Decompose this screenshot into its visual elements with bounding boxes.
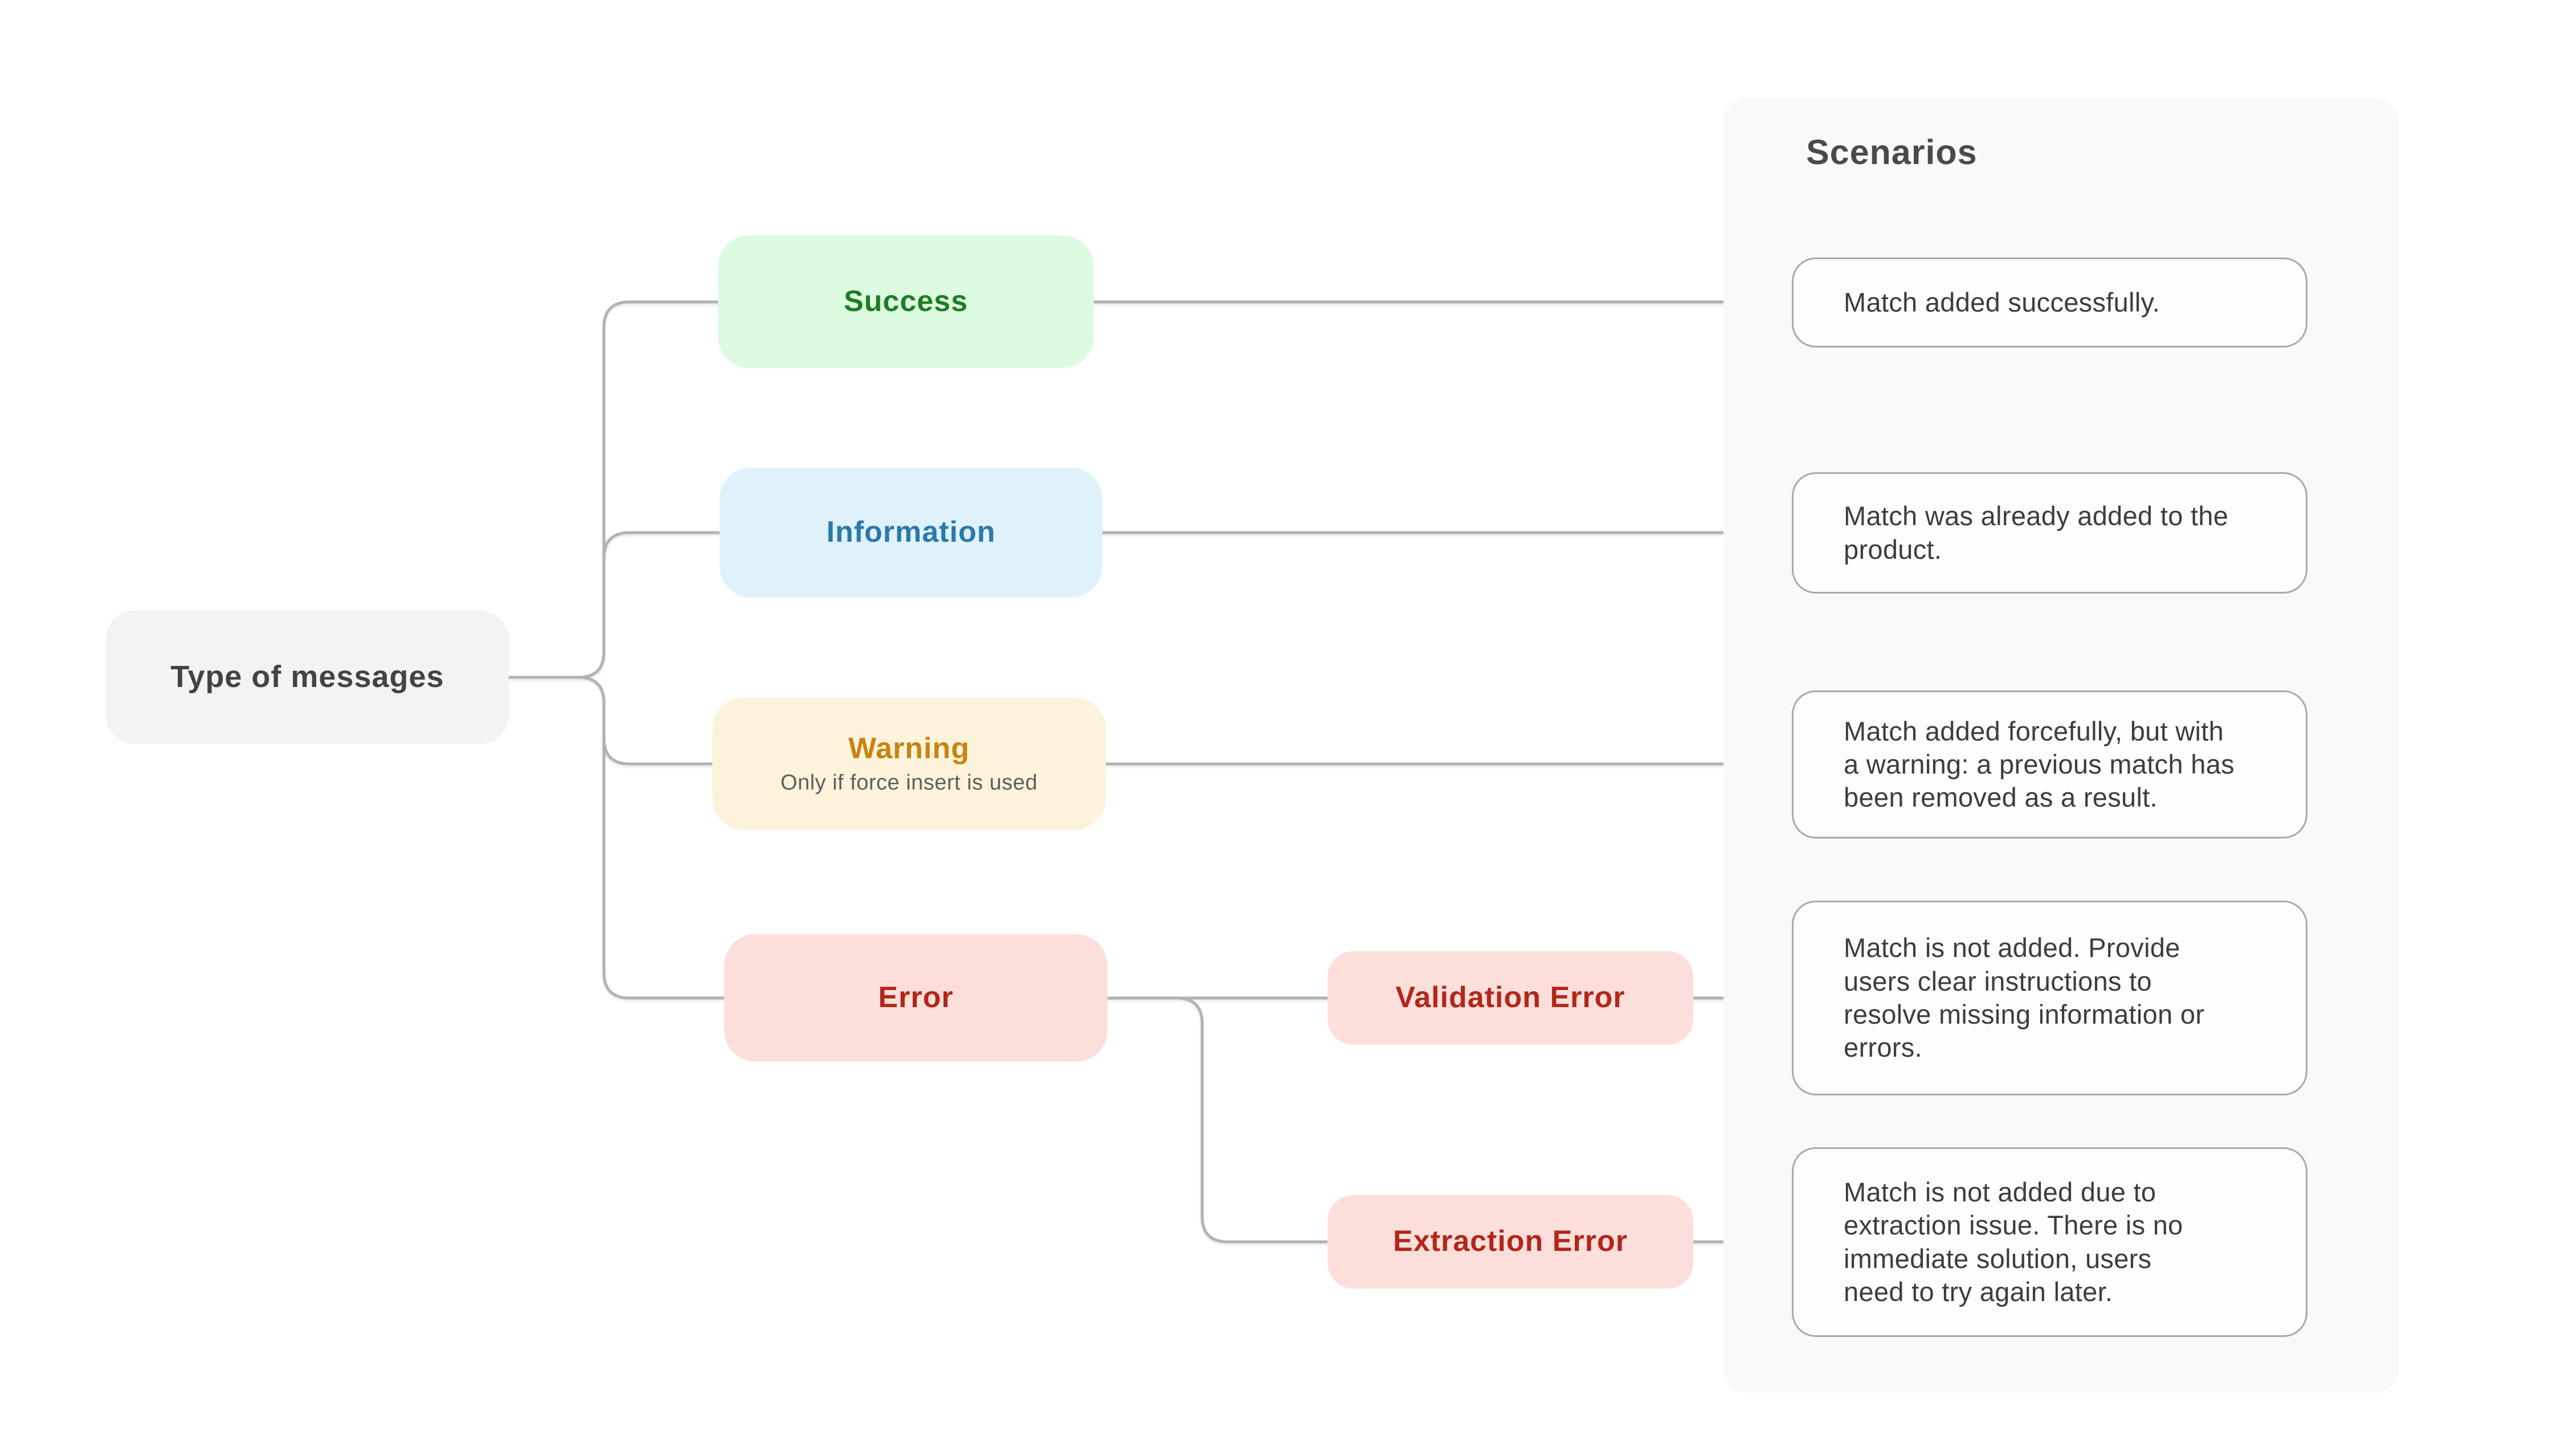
connector-root-information: [507, 531, 721, 679]
scenario-text: Match is not added due to extraction iss…: [1844, 1176, 2183, 1307]
node-label: Success: [843, 284, 969, 318]
connector-root-error: [507, 676, 726, 1000]
scenario-card-warning[interactable]: Match added forcefully, but with a warni…: [1792, 690, 2307, 839]
node-validation-error[interactable]: Validation Error: [1327, 951, 1693, 1045]
node-label: Information: [826, 516, 996, 549]
node-extraction-error[interactable]: Extraction Error: [1327, 1195, 1693, 1289]
connector-root-warning: [507, 676, 714, 766]
node-label: Type of messages: [170, 660, 444, 694]
node-type-of-messages[interactable]: Type of messages: [106, 611, 509, 744]
scenario-text: Match was already added to the product.: [1844, 501, 2229, 565]
scenario-text: Match added forcefully, but with a warni…: [1844, 715, 2235, 813]
connector-error-extraction: [1106, 996, 1329, 1244]
scenario-card-information[interactable]: Match was already added to the product.: [1792, 472, 2307, 594]
node-label: Validation Error: [1395, 981, 1625, 1015]
scenarios-panel-title: Scenarios: [1806, 133, 1978, 171]
node-error[interactable]: Error: [724, 934, 1108, 1062]
node-label: Error: [878, 981, 954, 1015]
scenario-card-extraction-error[interactable]: Match is not added due to extraction iss…: [1792, 1147, 2307, 1337]
node-label: Warning: [848, 731, 970, 765]
scenario-text: Match added successfully.: [1844, 287, 2160, 317]
scenario-card-validation-error[interactable]: Match is not added. Provide users clear …: [1792, 901, 2307, 1095]
node-sublabel: Only if force insert is used: [780, 771, 1038, 795]
node-warning[interactable]: Warning Only if force insert is used: [712, 698, 1106, 830]
node-information[interactable]: Information: [720, 468, 1102, 598]
scenario-text: Match is not added. Provide users clear …: [1844, 933, 2205, 1063]
node-success[interactable]: Success: [718, 235, 1094, 368]
scenario-card-success[interactable]: Match added successfully.: [1792, 257, 2307, 347]
node-label: Extraction Error: [1393, 1225, 1628, 1258]
connector-root-success: [507, 300, 720, 679]
